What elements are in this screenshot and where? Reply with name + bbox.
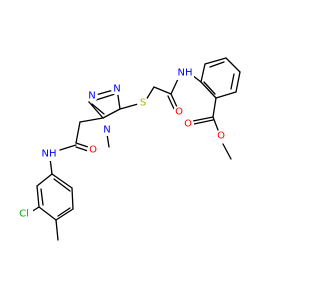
atom-nh-benzamide: NH bbox=[176, 67, 194, 80]
atom-o-ester-carbonyl: O bbox=[182, 118, 194, 130]
bond bbox=[40, 188, 44, 206]
bond bbox=[222, 143, 232, 160]
bond bbox=[79, 117, 104, 123]
atom-label: O bbox=[89, 145, 97, 156]
atom-s-thioether: S bbox=[137, 97, 149, 109]
bond bbox=[235, 71, 241, 93]
bond bbox=[170, 78, 179, 95]
atom-o-amide-left: O bbox=[87, 144, 99, 156]
bond bbox=[225, 57, 241, 73]
bond bbox=[192, 116, 214, 122]
atom-o-ester-ether: O bbox=[215, 130, 227, 142]
bond bbox=[200, 63, 206, 83]
bond bbox=[212, 116, 219, 131]
atom-label: O bbox=[184, 119, 192, 130]
bond bbox=[36, 173, 53, 187]
bond bbox=[203, 81, 216, 95]
bond bbox=[55, 208, 74, 221]
atom-label: NH bbox=[42, 149, 57, 160]
bond bbox=[167, 95, 175, 110]
bond bbox=[170, 93, 178, 108]
atom-o-amide-right: O bbox=[173, 106, 185, 118]
molecule-diagram: N N N S NH O O O bbox=[16, 57, 241, 241]
bond bbox=[102, 108, 121, 119]
bond bbox=[212, 97, 217, 118]
bond bbox=[106, 133, 110, 148]
bond bbox=[55, 219, 59, 241]
bond bbox=[95, 93, 116, 101]
atom-label: NH bbox=[178, 68, 193, 79]
bonds bbox=[30, 57, 241, 241]
bond bbox=[75, 142, 89, 148]
bond bbox=[51, 173, 73, 189]
atom-n-triazole-2: N bbox=[111, 83, 123, 95]
atom-label: N bbox=[113, 84, 120, 95]
bond bbox=[36, 185, 40, 208]
atom-label: Cl bbox=[19, 209, 29, 220]
atom-nh-anilide: NH bbox=[40, 148, 58, 161]
bond bbox=[209, 61, 225, 68]
atom-label: N bbox=[103, 125, 110, 136]
atom-label: S bbox=[140, 98, 146, 109]
bond bbox=[145, 86, 155, 101]
bond bbox=[59, 144, 77, 151]
bond bbox=[119, 103, 139, 110]
bond bbox=[88, 101, 104, 119]
bond bbox=[200, 81, 217, 99]
atom-label: N bbox=[88, 91, 95, 102]
bond bbox=[71, 187, 74, 210]
atom-cl: Cl bbox=[16, 207, 33, 220]
bond bbox=[204, 57, 227, 65]
bond bbox=[91, 103, 105, 115]
atom-n-triazole-1: N bbox=[86, 90, 98, 102]
bond bbox=[75, 121, 81, 144]
bond bbox=[193, 119, 214, 125]
atom-labels: N N N S NH O O O bbox=[16, 67, 227, 220]
atom-n-triazole-4: N bbox=[101, 124, 113, 136]
atom-label: O bbox=[175, 107, 183, 118]
structure-svg: N N N S NH O O O bbox=[16, 57, 241, 241]
bond bbox=[38, 206, 57, 221]
bond bbox=[153, 86, 172, 95]
bond bbox=[57, 207, 71, 217]
bond bbox=[215, 91, 237, 99]
bond bbox=[230, 73, 235, 90]
atom-label: O bbox=[217, 131, 225, 142]
bond bbox=[75, 146, 89, 152]
bond bbox=[53, 178, 71, 192]
